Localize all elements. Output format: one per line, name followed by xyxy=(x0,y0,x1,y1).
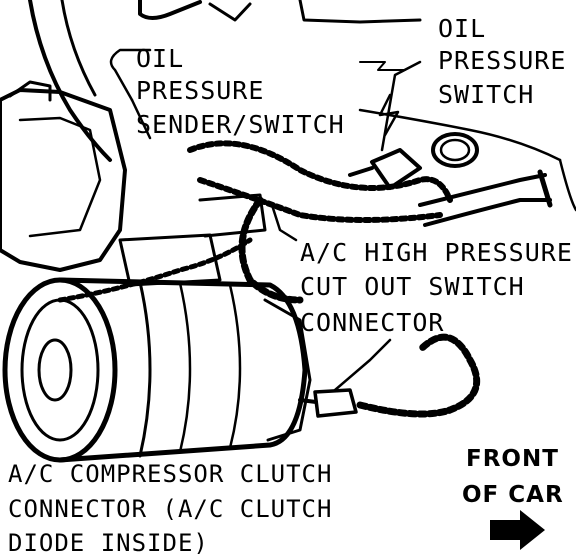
oil-sender-label-line-2: PRESSURE xyxy=(136,76,265,105)
filler-cap-inner xyxy=(439,138,471,162)
oil-switch-connector xyxy=(370,148,422,190)
harness-middle xyxy=(197,177,443,223)
oil-switch-label-line-1: OIL xyxy=(438,14,487,43)
top-fragment-2 xyxy=(208,2,252,22)
oil-switch-label-line-3: SWITCH xyxy=(438,80,535,109)
arrow-down-right-icon xyxy=(490,510,545,550)
clutch-connector-body xyxy=(313,388,358,418)
front-of-car-label-line-2: OF CAR xyxy=(462,482,564,508)
top-fragment-3 xyxy=(298,0,422,24)
compressor-pulley-hub xyxy=(37,338,73,402)
leader-oil-sender-2 xyxy=(130,98,152,140)
engine-block-edge-2 xyxy=(558,158,576,212)
left-module xyxy=(0,88,127,272)
mid-bracket-2 xyxy=(198,193,267,238)
oil-switch-label-line-2: PRESSURE xyxy=(438,46,567,75)
zigzag-2 xyxy=(378,93,400,137)
compressor-rear xyxy=(263,298,312,442)
compressor-pulley-inner xyxy=(20,298,100,442)
left-module-detail xyxy=(18,116,102,238)
zigzag-1 xyxy=(359,61,406,71)
ac-high-label-line-1: A/C HIGH PRESSURE xyxy=(300,238,573,267)
oil-sender-label-line-3: SENDER/SWITCH xyxy=(136,110,345,139)
harness-upper xyxy=(187,140,453,203)
compressor-band-2 xyxy=(178,281,192,454)
ac-high-label-line-3: CONNECTOR xyxy=(300,308,445,337)
clutch-connector-lead xyxy=(298,398,318,404)
compressor-band-1 xyxy=(138,280,152,458)
mid-bracket xyxy=(118,233,222,287)
ac-high-label-line-2: CUT OUT SWITCH xyxy=(300,272,525,301)
left-post-2 xyxy=(60,0,97,97)
ac-compressor-label-line-2: CONNECTOR (A/C CLUTCH xyxy=(8,495,333,523)
harness-loop-1 xyxy=(238,196,304,304)
harness-left xyxy=(57,237,253,303)
left-post xyxy=(28,0,112,162)
filler-cap xyxy=(431,132,479,168)
harness-loop-2 xyxy=(356,333,481,418)
right-hose-2 xyxy=(423,198,552,227)
ac-compressor-label-line-1: A/C COMPRESSOR CLUTCH xyxy=(8,460,333,488)
leader-oil-sender xyxy=(109,48,152,102)
right-hose-end xyxy=(537,169,553,208)
top-bracket xyxy=(138,0,202,20)
ac-compressor-label-line-3: DIODE INSIDE) xyxy=(8,529,209,557)
right-hose xyxy=(418,173,547,207)
oil-switch-lead xyxy=(348,166,374,177)
oil-sender-label-line-1: OIL xyxy=(136,44,185,73)
compressor-band-3 xyxy=(228,283,242,450)
leader-ac-high xyxy=(270,203,298,242)
front-of-car-label-line-1: FRONT xyxy=(466,446,559,472)
engine-block-edge xyxy=(358,108,562,162)
leader-oil-switch xyxy=(380,60,422,152)
leader-ac-high-2 xyxy=(333,338,392,392)
left-module-cap xyxy=(8,80,52,102)
